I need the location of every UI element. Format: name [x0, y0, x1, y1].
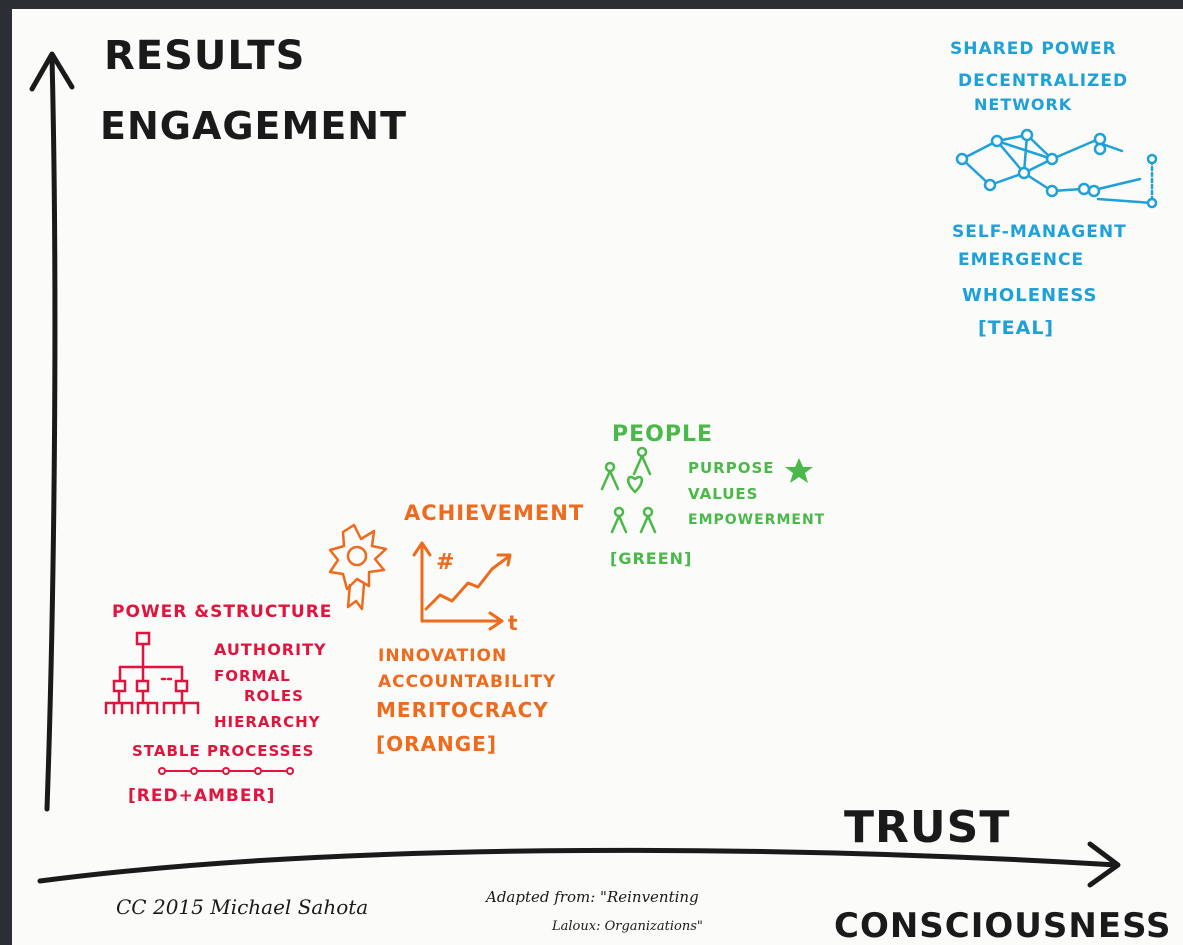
teal-self-management: SELF-MANAGENT — [952, 222, 1127, 242]
growth-chart-icon — [412, 541, 512, 631]
teal-emergence: EMERGENCE — [958, 250, 1084, 270]
people-heart-icon — [600, 446, 657, 534]
y-axis — [29, 51, 75, 812]
orange-title: ACHIEVEMENT — [404, 501, 584, 525]
footer-adapted-from: Adapted from: "Reinventing — [484, 888, 699, 906]
heart-icon — [627, 475, 643, 494]
network-icon — [955, 128, 1158, 209]
orange-accountability: ACCOUNTABILITY — [378, 672, 556, 692]
green-empowerment: EMPOWERMENT — [688, 512, 825, 528]
teal-decentralized: DECENTRALIZED — [958, 71, 1128, 91]
star-icon — [785, 458, 813, 483]
teal-tag: [TEAL] — [978, 317, 1054, 339]
teal-shared-power: SHARED POWER — [950, 39, 1117, 59]
award-ribbon-icon — [328, 523, 388, 611]
y-axis-arrowhead — [29, 51, 75, 92]
teal-network: NETWORK — [974, 95, 1072, 114]
y-axis-label-engagement: ENGAGEMENT — [100, 104, 407, 148]
orange-innovation: INNOVATION — [378, 646, 507, 666]
chart-x-label: t — [508, 611, 519, 635]
red-amber-hierarchy: HIERARCHY — [214, 713, 321, 731]
orange-tag: [ORANGE] — [376, 732, 497, 756]
stage-teal: SHARED POWER DECENTRALIZED NETWORK — [950, 39, 1158, 339]
red-amber-tag: [RED+AMBER] — [128, 786, 275, 806]
x-axis-label-trust: TRUST — [844, 802, 1010, 853]
hierarchy-icon — [104, 631, 200, 715]
green-tag: [GREEN] — [610, 549, 692, 568]
stage-green: PEOPLE PURPOSE VALUES EMPOWERMENT [GREEN… — [600, 422, 825, 568]
footer-credit: CC 2015 Michael Sahota — [116, 895, 368, 919]
process-chain-icon — [158, 767, 294, 775]
red-amber-formal: FORMAL — [214, 667, 291, 685]
red-amber-title: POWER &STRUCTURE — [112, 602, 332, 622]
green-title: PEOPLE — [612, 422, 713, 447]
stage-orange: ACHIEVEMENT # t INNOVATION ACCOUNTABILIT… — [328, 501, 584, 756]
green-purpose: PURPOSE — [688, 459, 775, 477]
orange-meritocracy: MERITOCRACY — [376, 698, 549, 722]
x-axis-label-consciousness: CONSCIOUSNESS — [834, 906, 1172, 945]
whiteboard-sheet: RESULTS ENGAGEMENT TRUST CONSCIOUSNESS P… — [12, 9, 1183, 945]
chart-y-label: # — [436, 550, 455, 575]
red-amber-roles: ROLES — [244, 687, 304, 705]
diagram-canvas: RESULTS ENGAGEMENT TRUST CONSCIOUSNESS P… — [29, 33, 1172, 945]
footer-adapted-source: Laloux: Organizations" — [551, 919, 703, 934]
stage-red-amber: POWER &STRUCTURE AUTHORITY FORMAL ROLES … — [104, 602, 332, 806]
red-amber-authority: AUTHORITY — [214, 640, 327, 659]
x-axis — [37, 841, 1121, 888]
red-amber-stable-processes: STABLE PROCESSES — [132, 742, 314, 760]
green-values: VALUES — [688, 485, 758, 503]
y-axis-label-results: RESULTS — [104, 33, 305, 79]
teal-wholeness: WHOLENESS — [962, 285, 1097, 306]
x-axis-arrowhead — [1087, 841, 1121, 888]
